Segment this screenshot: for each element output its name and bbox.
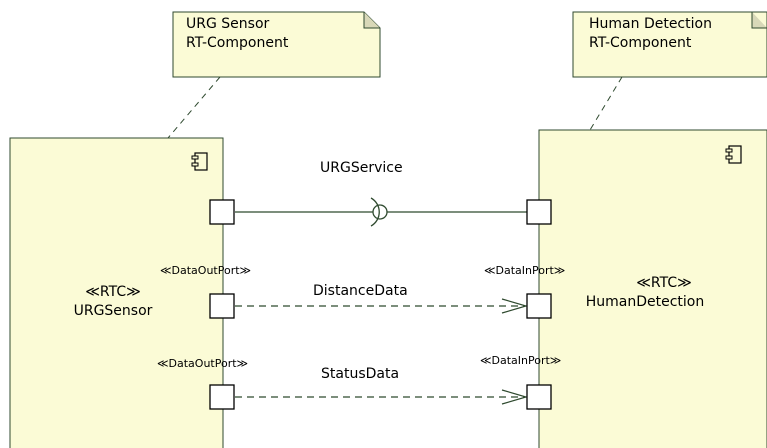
connector-data1-label: DistanceData — [313, 283, 408, 299]
component-humandetection-label: ≪RTC≫ HumanDetection — [565, 274, 725, 312]
port-service-left[interactable] — [209, 199, 235, 225]
provided-interface-icon — [372, 204, 388, 220]
required-interface-icon — [370, 197, 380, 227]
note-anchor-left — [167, 76, 221, 139]
note-anchor-right — [589, 76, 623, 131]
note-right-text: Human Detection RT-Component — [589, 15, 712, 53]
note-right-line2: RT-Component — [589, 35, 692, 51]
component-urgsensor-name: URGSensor — [73, 303, 153, 319]
port-datain-1-stereotype: ≪DataInPort≫ — [484, 264, 566, 277]
component-urgsensor-label: ≪RTC≫ URGSensor — [58, 283, 168, 321]
note-human-detection — [572, 11, 767, 78]
connector-service-label: URGService — [320, 160, 403, 176]
port-dataout-1-stereotype: ≪DataOutPort≫ — [160, 264, 252, 277]
component-humandetection-stereotype: ≪RTC≫ — [636, 275, 692, 291]
port-service-right[interactable] — [526, 199, 552, 225]
note-right-line1: Human Detection — [589, 16, 712, 32]
component-icon — [725, 145, 742, 164]
note-left-line2: RT-Component — [186, 35, 289, 51]
component-icon — [191, 152, 208, 171]
arrowhead-2 — [501, 389, 529, 405]
note-left-text: URG Sensor RT-Component — [186, 15, 288, 53]
component-urgsensor-stereotype: ≪RTC≫ — [85, 284, 141, 300]
note-left-line1: URG Sensor — [186, 16, 270, 32]
port-datain-1[interactable] — [526, 293, 552, 319]
port-dataout-2-stereotype: ≪DataOutPort≫ — [157, 357, 249, 370]
note-urg-sensor — [172, 11, 381, 78]
connector-data2-label: StatusData — [321, 366, 400, 382]
port-datain-2-stereotype: ≪DataInPort≫ — [480, 354, 562, 367]
arrowhead-1 — [501, 298, 529, 314]
component-humandetection-name: HumanDetection — [585, 294, 705, 310]
port-dataout-1[interactable] — [209, 293, 235, 319]
port-dataout-2[interactable] — [209, 384, 235, 410]
port-datain-2[interactable] — [526, 384, 552, 410]
